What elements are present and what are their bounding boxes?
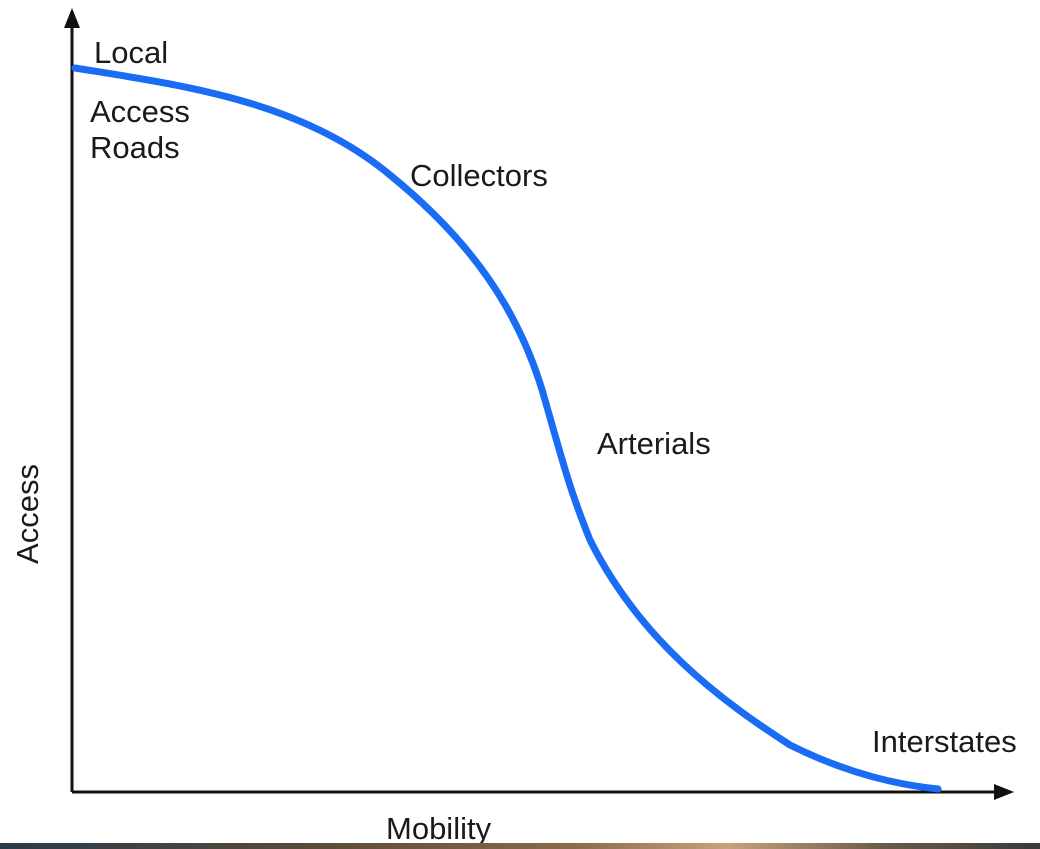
access-mobility-curve (71, 64, 942, 793)
label-access-roads: Access Roads (90, 94, 190, 165)
y-axis-arrow-icon (64, 8, 80, 28)
y-axis-label: Access (9, 464, 45, 564)
label-arterials: Arterials (597, 426, 711, 461)
x-axis-arrow-icon (994, 784, 1014, 800)
x-axis-label: Mobility (386, 811, 492, 846)
label-interstates: Interstates (872, 724, 1017, 759)
label-local: Local (94, 35, 169, 70)
bottom-photo-strip (0, 843, 1040, 849)
label-collectors: Collectors (410, 158, 548, 193)
